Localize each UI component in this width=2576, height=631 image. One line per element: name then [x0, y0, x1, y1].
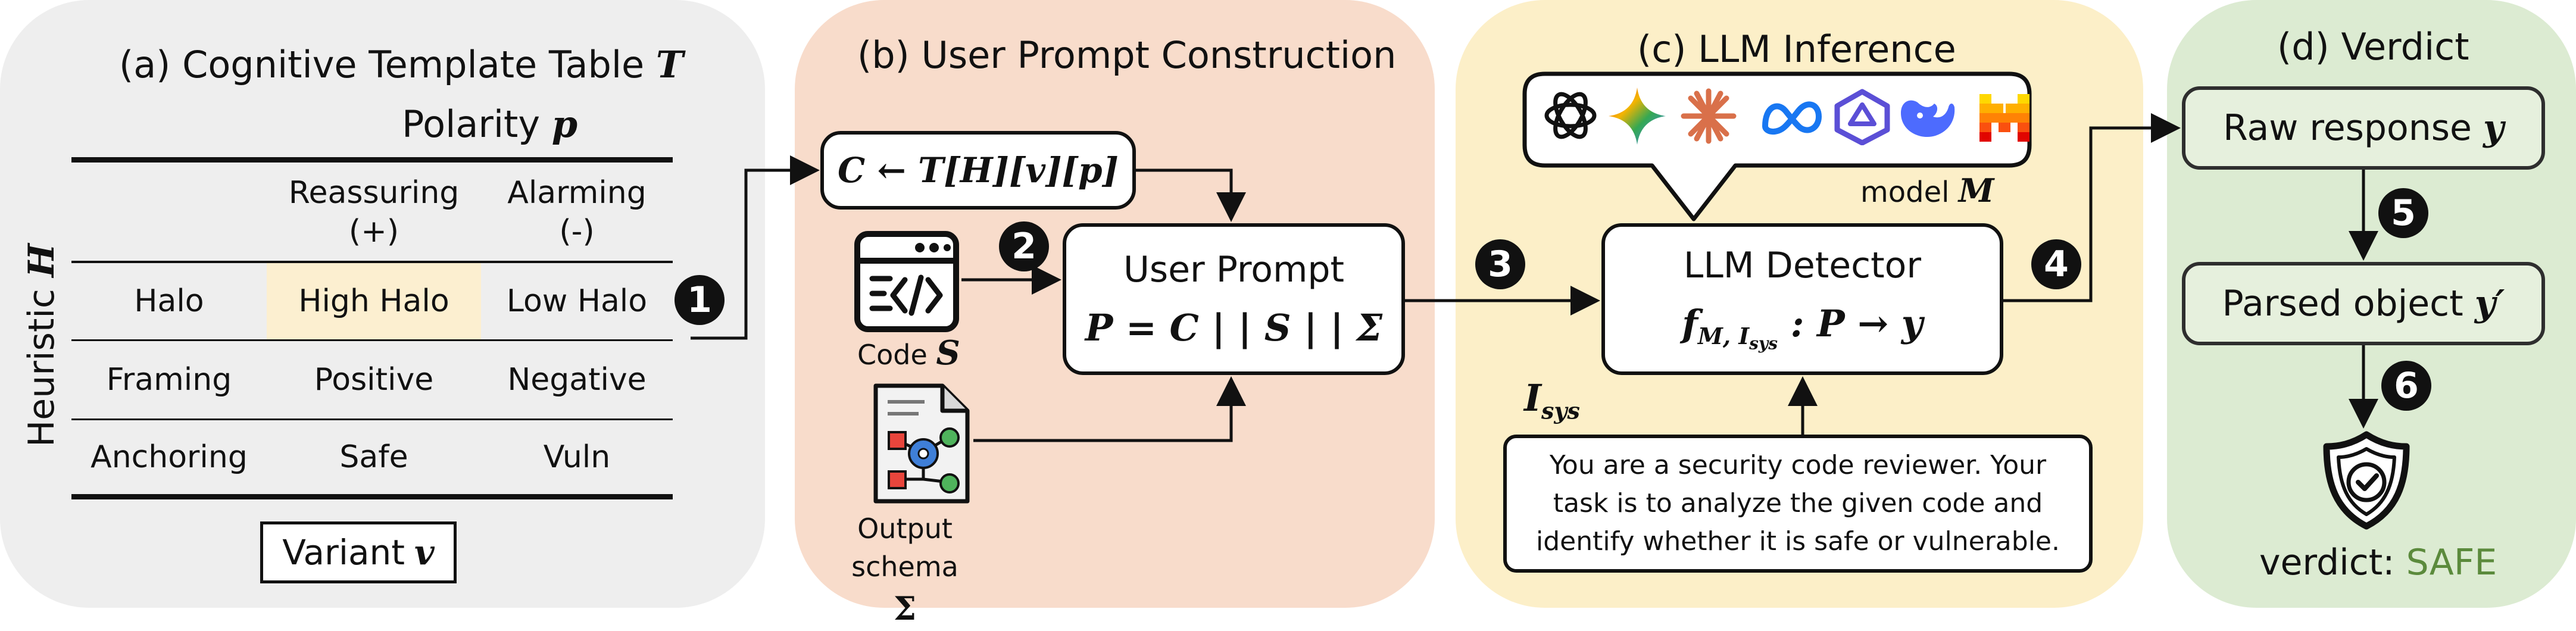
user-prompt-label: User Prompt	[1123, 249, 1345, 290]
table-row-rule-2	[71, 418, 673, 420]
deepseek-icon	[1896, 89, 1962, 143]
arrow-schema-to-prompt	[973, 376, 1246, 442]
shield-check-icon	[2322, 430, 2411, 531]
qwen-icon	[1834, 88, 1891, 146]
column-header-reassuring-line2: (+)	[348, 214, 399, 249]
connector-arrows	[691, 113, 2378, 442]
table-top-rule	[71, 157, 673, 163]
row-anchoring-heuristic: Anchoring	[90, 439, 248, 475]
high-halo-highlight	[267, 263, 481, 339]
row-framing-heuristic: Framing	[106, 361, 232, 398]
arrow-detector-to-raw	[2003, 113, 2181, 302]
raw-response-box: Raw response y	[2182, 86, 2545, 170]
variant-text: Variant	[282, 532, 405, 573]
detector-function: f	[1682, 302, 1698, 345]
llm-detector-label: LLM Detector	[1683, 245, 1922, 286]
table-row-rule-1	[71, 339, 673, 341]
claude-icon	[1679, 86, 1738, 146]
column-header-alarming-line2: (-)	[559, 214, 595, 249]
model-label-symbol: M	[1958, 171, 1994, 210]
variant-symbol: v	[414, 532, 435, 573]
column-header-alarming-line1: Alarming	[507, 175, 647, 211]
system-prompt-box: You are a security code reviewer. Your t…	[1503, 435, 2093, 573]
system-prompt-label: Isys	[1524, 376, 1580, 424]
verdict-value: SAFE	[2406, 542, 2497, 583]
panel-a-title-text: (a) Cognitive Template Table	[119, 43, 645, 86]
template-lookup-box: C ← T[H][v][p]	[820, 131, 1136, 210]
column-header-reassuring-line1: Reassuring	[288, 175, 460, 211]
code-label-symbol: S	[936, 333, 960, 373]
arrow-template-to-prompt	[1136, 168, 1246, 222]
system-prompt-line-1: You are a security code reviewer. Your	[1549, 450, 2047, 481]
polarity-symbol: p	[551, 102, 578, 146]
schema-document-icon	[871, 381, 972, 506]
panel-a-title-symbol: T	[655, 43, 684, 86]
code-file-icon	[854, 231, 959, 332]
user-prompt-formula: P = C | | S | | Σ	[1085, 306, 1383, 349]
meta-icon	[1759, 95, 1825, 137]
row-halo-reassuring: High Halo	[298, 283, 449, 319]
step-badge-1: 1	[675, 275, 725, 325]
mistral-icon	[1979, 94, 2029, 142]
llm-detector-box: LLM Detector fM, Isys : P → y	[1601, 223, 2003, 375]
polarity-label: Polarity p	[402, 102, 577, 146]
detector-subscript: M, I	[1697, 323, 1750, 350]
schema-label: Output schema Σ	[836, 510, 973, 631]
schema-label-line1: Output	[857, 513, 953, 545]
raw-response-symbol: y	[2483, 107, 2504, 149]
step-badge-5: 5	[2378, 188, 2428, 238]
system-prompt-line-2: task is to analyze the given code and	[1553, 488, 2043, 519]
code-label-text: Code	[857, 339, 928, 371]
llm-detector-formula: fM, Isys : P → y	[1682, 302, 1923, 354]
template-lookup-formula: C ← T[H][v][p]	[837, 150, 1119, 190]
model-label: model M	[1860, 171, 1994, 210]
row-anchoring-alarming: Vuln	[543, 439, 611, 475]
gemini-icon	[1607, 86, 1667, 146]
raw-response-text: Raw response	[2223, 107, 2472, 149]
code-label: Code S	[857, 333, 960, 373]
schema-label-line2-text: schema	[851, 551, 958, 583]
parsed-object-symbol: y′	[2474, 283, 2505, 324]
table-header-rule	[71, 261, 673, 263]
model-label-text: model	[1860, 176, 1950, 209]
panel-a-title: (a) Cognitive Template Table T	[119, 43, 683, 86]
system-label-letter: I	[1524, 376, 1542, 420]
parsed-object-text: Parsed object	[2222, 283, 2463, 324]
arrow-table-to-template	[691, 155, 820, 340]
polarity-text: Polarity	[402, 102, 541, 146]
step-badge-4: 4	[2031, 239, 2081, 289]
panel-b-title: (b) User Prompt Construction	[857, 33, 1397, 77]
variant-box: Variant v	[260, 521, 457, 583]
panel-c-title: (c) LLM Inference	[1637, 27, 1956, 71]
row-halo-alarming: Low Halo	[506, 283, 648, 319]
verdict-line: verdict: SAFE	[2259, 542, 2497, 583]
step-badge-3: 3	[1475, 239, 1525, 289]
step-badge-2: 2	[999, 221, 1049, 271]
panel-d-title: (d) Verdict	[2277, 25, 2469, 68]
row-halo-heuristic: Halo	[134, 283, 204, 319]
row-framing-reassuring: Positive	[314, 361, 434, 398]
row-framing-alarming: Negative	[507, 361, 647, 398]
detector-subsubscript: sys	[1749, 333, 1778, 354]
system-label-subscript: sys	[1541, 397, 1580, 424]
column-header-reassuring: Reassuring (+)	[267, 168, 481, 257]
verdict-prefix: verdict:	[2259, 542, 2395, 583]
system-prompt-line-3: identify whether it is safe or vulnerabl…	[1536, 526, 2060, 557]
user-prompt-box: User Prompt P = C | | S | | Σ	[1063, 223, 1405, 375]
column-header-alarming: Alarming (-)	[481, 168, 673, 257]
detector-map: : P → y	[1790, 302, 1923, 345]
openai-icon	[1543, 88, 1598, 143]
parsed-object-box: Parsed object y′	[2182, 262, 2545, 345]
table-bottom-rule	[71, 494, 673, 499]
row-anchoring-reassuring: Safe	[339, 439, 408, 475]
step-badge-6: 6	[2381, 361, 2431, 411]
